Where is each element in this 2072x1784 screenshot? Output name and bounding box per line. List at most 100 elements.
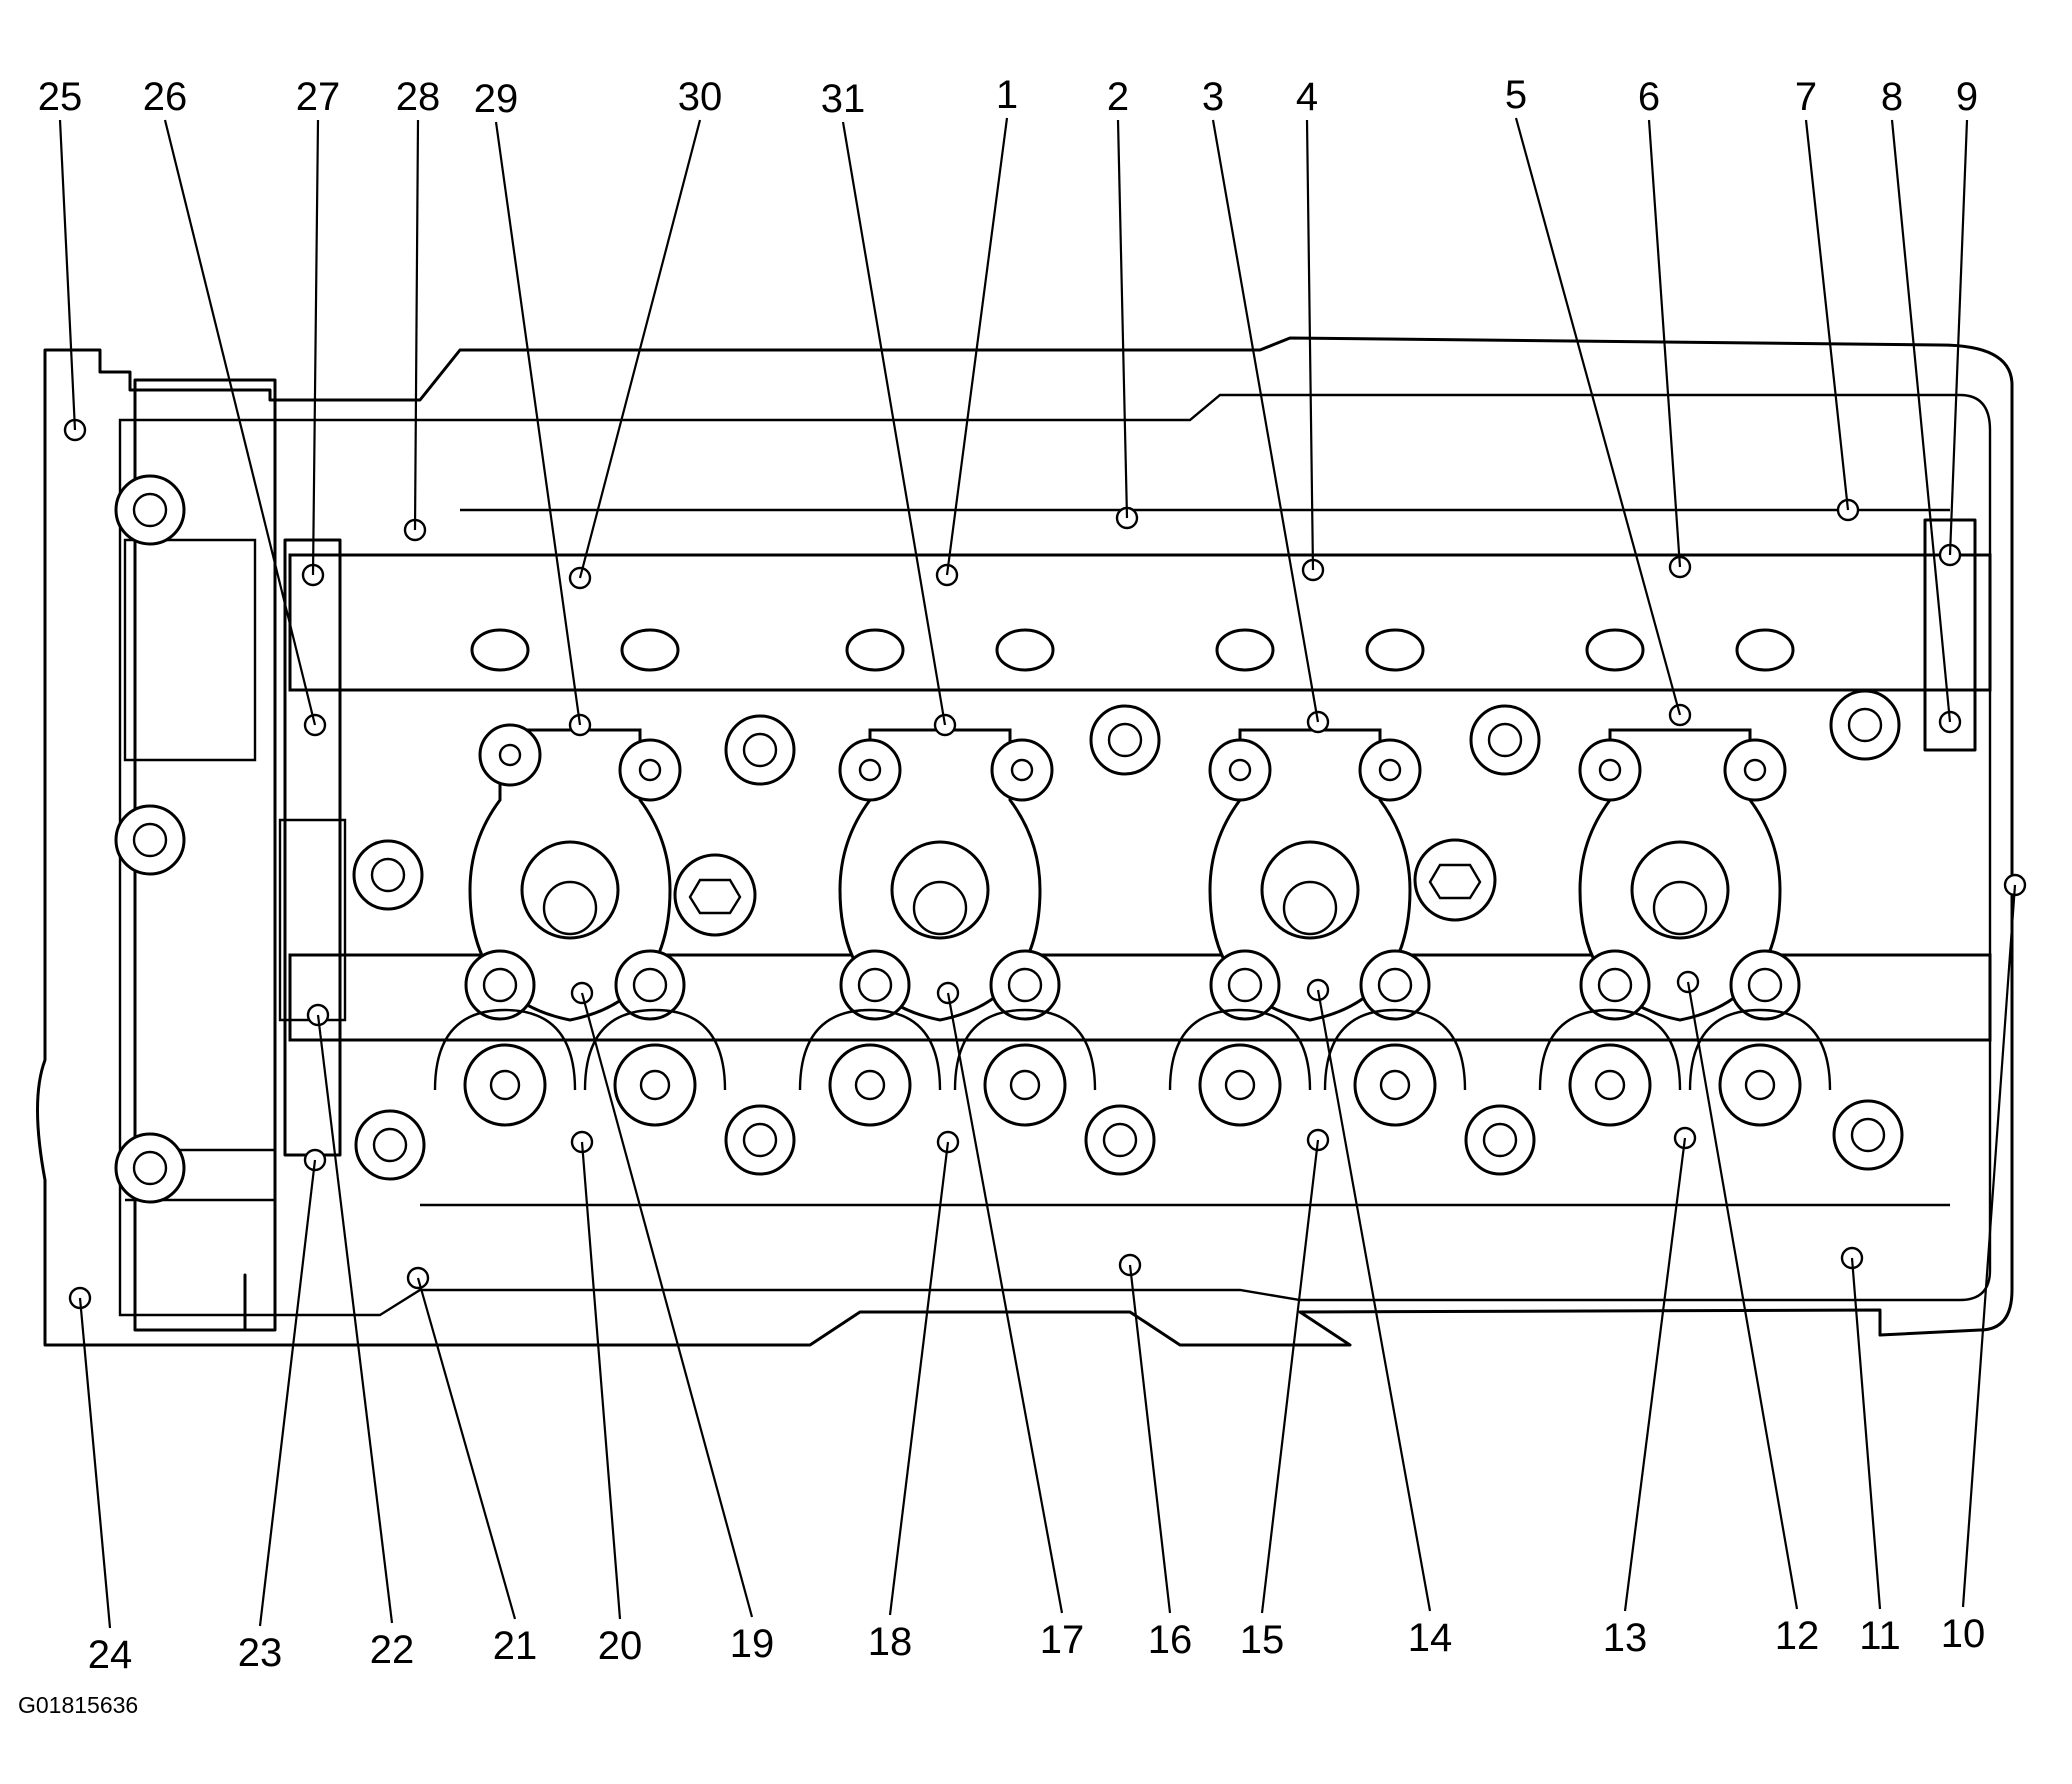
leader-line (1623, 1137, 1687, 1612)
bolt-boss (464, 949, 536, 1021)
leader-line (888, 1141, 950, 1616)
callout-13: 13 (1603, 1616, 1648, 1660)
leader-line (78, 1297, 112, 1629)
callout-19: 19 (730, 1622, 775, 1666)
figure-code: G01815636 (18, 1692, 138, 1718)
bolt-boss (1579, 949, 1651, 1021)
callout-21: 21 (493, 1624, 538, 1668)
oil-gallery-oval (1365, 628, 1425, 672)
leader-line (416, 1277, 517, 1620)
callout-5: 5 (1505, 73, 1527, 117)
leader-line (1686, 981, 1799, 1610)
bolt-hole (742, 1122, 778, 1158)
leader-line (580, 992, 754, 1618)
leader-line (1514, 117, 1682, 716)
callout-31: 31 (821, 77, 866, 121)
leader-line (1128, 1264, 1172, 1614)
bolt-boss (1464, 1104, 1536, 1176)
callout-2: 2 (1107, 75, 1129, 119)
valve-seat (828, 1043, 912, 1127)
bolt-boss (1359, 949, 1431, 1021)
bolt-hole (632, 967, 668, 1003)
mid-boss (478, 723, 542, 787)
callout-11: 11 (1859, 1614, 1901, 1658)
bolt-boss (724, 1104, 796, 1176)
valve-seat (1353, 1043, 1437, 1127)
valve-seat (1198, 1043, 1282, 1127)
valve-stem (1594, 1069, 1626, 1101)
mid-boss-hole (498, 743, 522, 767)
bolt-boss (352, 839, 424, 911)
bolt-hole (132, 822, 168, 858)
bolt-boss (1469, 704, 1541, 776)
leader-line (316, 1014, 394, 1624)
leader-line (841, 121, 947, 726)
callout-9: 9 (1956, 75, 1978, 119)
callout-17: 17 (1040, 1618, 1085, 1662)
bolt-hole (370, 857, 406, 893)
leader-line (1890, 119, 1952, 723)
mid-boss (1358, 738, 1422, 802)
mid-boss-hole (1598, 758, 1622, 782)
oil-gallery-oval (620, 628, 680, 672)
valve-pocket-arc (953, 1008, 1097, 1091)
valve-pocket-arc (1323, 1008, 1467, 1091)
hex-plugs (673, 838, 1497, 937)
leader-line (311, 119, 320, 576)
valve-seat (1568, 1043, 1652, 1127)
callout-10: 10 (1941, 1612, 1986, 1656)
mid-boss-hole (1378, 758, 1402, 782)
bolt-hole (1747, 967, 1783, 1003)
callout-4: 4 (1296, 75, 1318, 119)
leader-line (580, 1141, 622, 1620)
callout-15: 15 (1240, 1618, 1285, 1662)
callout-16: 16 (1148, 1618, 1193, 1662)
callout-20: 20 (598, 1624, 643, 1668)
leader-line (1647, 119, 1682, 568)
bolt-hole (132, 1150, 168, 1186)
leader-line (494, 121, 582, 726)
bolt-hole (1377, 967, 1413, 1003)
bolt-hole (1227, 967, 1263, 1003)
bolt-hole (1482, 1122, 1518, 1158)
mid-boss-hole (858, 758, 882, 782)
callout-8: 8 (1881, 75, 1903, 119)
bolt-boss (1089, 704, 1161, 776)
callout-1: 1 (996, 73, 1018, 117)
leader-line (413, 119, 420, 531)
valve-stem (1379, 1069, 1411, 1101)
callout-25: 25 (38, 75, 83, 119)
bolt-boss (114, 1132, 186, 1204)
mid-boss (1208, 738, 1272, 802)
cam-journal-saddles (468, 728, 1782, 1022)
valve-stem (1224, 1069, 1256, 1101)
mid-boss (1723, 738, 1787, 802)
bolt-bosses (114, 474, 1904, 1204)
oil-gallery-oval (470, 628, 530, 672)
callout-27: 27 (296, 75, 341, 119)
bolt-boss (114, 474, 186, 546)
callout-6: 6 (1638, 75, 1660, 119)
leader-line (1116, 119, 1129, 519)
valve-pocket-arc (1168, 1008, 1312, 1091)
leader-line (1316, 989, 1432, 1612)
callout-18: 18 (868, 1620, 913, 1664)
callout-24: 24 (88, 1633, 133, 1677)
bolt-boss (1729, 949, 1801, 1021)
bolt-boss (614, 949, 686, 1021)
bolt-boss (724, 714, 796, 786)
callout-22: 22 (370, 1628, 415, 1672)
leader-line (578, 119, 702, 579)
oil-gallery-oval (1735, 628, 1795, 672)
valve-pocket-arc (583, 1008, 727, 1091)
callout-29: 29 (474, 77, 519, 121)
callout-labels: 25 26 27 28 29 30 31 1 2 3 4 5 6 7 8 9 2… (18, 73, 1985, 1718)
bolt-hole (1107, 722, 1143, 758)
leader-line (258, 1159, 317, 1627)
callout-26: 26 (143, 75, 188, 119)
bolt-boss (354, 1109, 426, 1181)
valve-stem (1009, 1069, 1041, 1101)
leader-line (1211, 119, 1320, 723)
callout-12: 12 (1775, 1614, 1820, 1658)
